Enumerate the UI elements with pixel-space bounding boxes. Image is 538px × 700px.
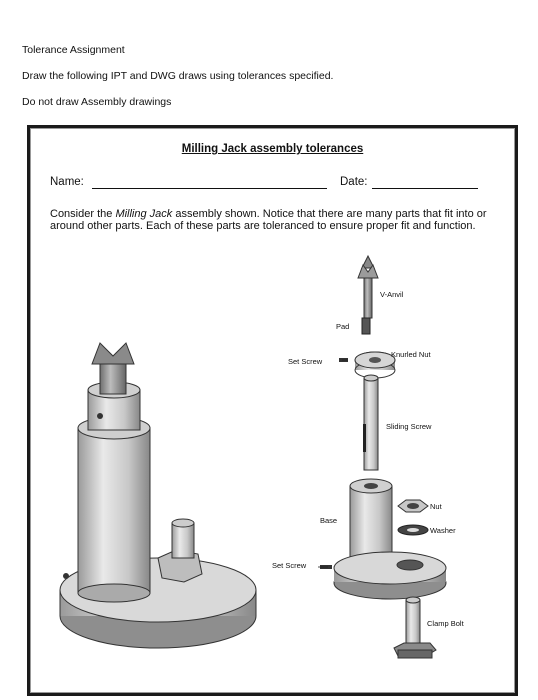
name-label: Name: [50,176,84,188]
assignment-note: Do not draw Assembly drawings [22,96,172,108]
label-base: Base [320,516,337,525]
paragraph-text-end: assembly shown. Notice that there are ma… [50,208,487,232]
leader-lines [318,359,348,568]
assignment-title: Tolerance Assignment [22,44,125,56]
name-field[interactable] [92,188,327,189]
milling-jack-diagram: V-Anvil Pad Set Screw Knurled Nut Slidin… [59,254,465,659]
label-set-screw-bottom: Set Screw [272,561,307,570]
label-v-anvil: V-Anvil [380,290,404,299]
label-pad: Pad [336,322,349,331]
label-nut: Nut [430,502,443,511]
worksheet-frame: Milling Jack assembly tolerances Name: D… [27,125,518,696]
label-knurled-nut: Knurled Nut [391,350,432,359]
label-clamp-bolt: Clamp Bolt [427,619,465,628]
label-washer: Washer [430,526,456,535]
label-set-screw-top: Set Screw [288,357,323,366]
worksheet-paragraph: Consider the Milling Jack assembly shown… [50,208,510,232]
assignment-instruction: Draw the following IPT and DWG draws usi… [22,70,334,82]
assembled-jack-illustration [59,342,257,649]
label-sliding-screw: Sliding Screw [386,422,432,431]
date-field[interactable] [372,188,478,189]
exploded-view-illustration [320,254,447,659]
date-label: Date: [340,176,368,188]
worksheet-title: Milling Jack assembly tolerances [181,143,364,155]
paragraph-emphasis: Milling Jack [115,208,173,220]
paragraph-text-start: Consider the [50,208,116,220]
